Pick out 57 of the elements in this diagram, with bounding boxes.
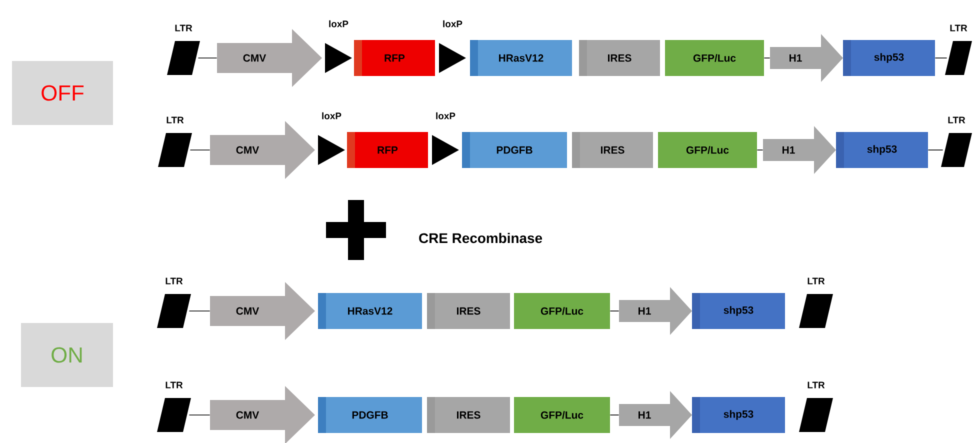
loxp-triangle: loxP bbox=[432, 112, 459, 165]
promoter-element: H1 bbox=[619, 391, 692, 439]
ltr-block: LTR bbox=[799, 382, 833, 432]
node-label: LTR bbox=[175, 24, 192, 32]
gene-box: GFP/Luc bbox=[514, 293, 610, 329]
promoter-element: CMV bbox=[210, 282, 315, 340]
gene-box: GFP/Luc bbox=[514, 397, 610, 433]
gene-box: shp53 bbox=[692, 397, 785, 433]
loxp-triangle: loxP bbox=[439, 20, 466, 73]
node-label: loxP bbox=[322, 112, 342, 120]
promoter-element: CMV bbox=[210, 386, 315, 443]
ltr-block: LTR bbox=[941, 116, 972, 167]
gene-box: shp53 bbox=[692, 293, 785, 329]
connector-line bbox=[188, 310, 210, 312]
ltr-block: LTR bbox=[157, 278, 191, 328]
gene-box: IRES bbox=[579, 40, 660, 76]
promoter-element: H1 bbox=[619, 287, 692, 335]
state-box: ON bbox=[21, 323, 113, 387]
gene-box: PDGFB bbox=[318, 397, 422, 433]
node-label: loxP bbox=[443, 20, 462, 28]
ltr-block: LTR bbox=[945, 24, 972, 75]
connector-line bbox=[610, 310, 620, 312]
gene-box: GFP/Luc bbox=[665, 40, 764, 76]
node-label: loxP bbox=[436, 112, 456, 120]
promoter-element: H1 bbox=[763, 126, 836, 174]
node-label: LTR bbox=[950, 24, 968, 32]
gene-box: PDGFB bbox=[462, 132, 567, 168]
node-label: LTR bbox=[166, 116, 184, 124]
gene-box: HRasV12 bbox=[318, 293, 422, 329]
caption-text: CRE Recombinase bbox=[419, 232, 542, 244]
gene-box: shp53 bbox=[836, 132, 928, 168]
connector-line bbox=[188, 414, 210, 416]
promoter-element: CMV bbox=[217, 29, 322, 87]
ltr-block: LTR bbox=[157, 382, 191, 432]
gene-box: RFP bbox=[354, 40, 435, 76]
gene-box: RFP bbox=[347, 132, 428, 168]
gene-box: IRES bbox=[572, 132, 653, 168]
ltr-block: LTR bbox=[167, 24, 200, 75]
gene-box: HRasV12 bbox=[470, 40, 572, 76]
gene-box: IRES bbox=[427, 397, 510, 433]
node-label: LTR bbox=[166, 278, 183, 284]
gene-box: shp53 bbox=[843, 40, 935, 76]
node-label: LTR bbox=[948, 116, 966, 124]
promoter-element: H1 bbox=[770, 34, 843, 82]
node-label: LTR bbox=[808, 382, 825, 388]
promoter-element: CMV bbox=[210, 121, 315, 179]
ltr-block: LTR bbox=[158, 116, 192, 167]
gene-box: GFP/Luc bbox=[658, 132, 757, 168]
node-label: LTR bbox=[166, 382, 183, 388]
ltr-block: LTR bbox=[799, 278, 833, 328]
loxp-triangle: loxP bbox=[318, 112, 345, 165]
node-label: LTR bbox=[808, 278, 825, 284]
node-label: loxP bbox=[329, 20, 348, 28]
gene-box: IRES bbox=[427, 293, 510, 329]
state-box: OFF bbox=[12, 61, 113, 125]
loxp-triangle: loxP bbox=[325, 20, 352, 73]
connector-line bbox=[610, 414, 620, 416]
